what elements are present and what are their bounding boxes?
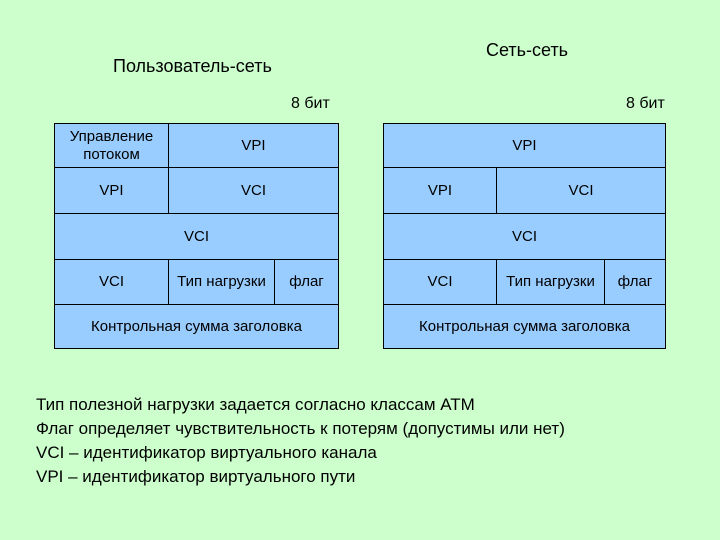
uni-title: Пользователь-сеть: [113, 56, 272, 76]
uni-payload-type-cell: Тип нагрузки: [168, 259, 275, 305]
uni-vpi-cell-2: VPI: [54, 167, 169, 214]
nni-vci-cell-3: VCI: [383, 213, 666, 260]
nni-vpi-cell-2: VPI: [383, 167, 497, 214]
nni-payload-type-cell: Тип нагрузки: [496, 259, 605, 305]
note-line: VCI – идентификатор виртуального канала: [36, 443, 377, 462]
uni-vpi-cell-1: VPI: [168, 123, 339, 168]
uni-flag-cell: флаг: [274, 259, 339, 305]
notes-block: Тип полезной нагрузки задается согласно …: [36, 393, 565, 489]
note-line: Тип полезной нагрузки задается согласно …: [36, 395, 475, 414]
nni-bits-label: 8 бит: [626, 95, 665, 112]
uni-vci-cell-4: VCI: [54, 259, 169, 305]
note-line: VPI – идентификатор виртуального пути: [36, 467, 356, 486]
nni-flag-cell: флаг: [604, 259, 666, 305]
nni-vci-cell-4: VCI: [383, 259, 497, 305]
uni-gfc-cell: Управление потоком: [54, 123, 169, 168]
uni-bits-label: 8 бит: [291, 95, 330, 112]
uni-vci-cell-2: VCI: [168, 167, 339, 214]
nni-vci-cell-2: VCI: [496, 167, 666, 214]
uni-hec-cell: Контрольная сумма заголовка: [54, 304, 339, 349]
nni-title: Сеть-сеть: [486, 40, 569, 60]
nni-hec-cell: Контрольная сумма заголовка: [383, 304, 666, 349]
uni-vci-cell-3: VCI: [54, 213, 339, 260]
nni-vpi-cell-1: VPI: [383, 123, 666, 168]
note-line: Флаг определяет чувствительность к потер…: [36, 419, 565, 438]
